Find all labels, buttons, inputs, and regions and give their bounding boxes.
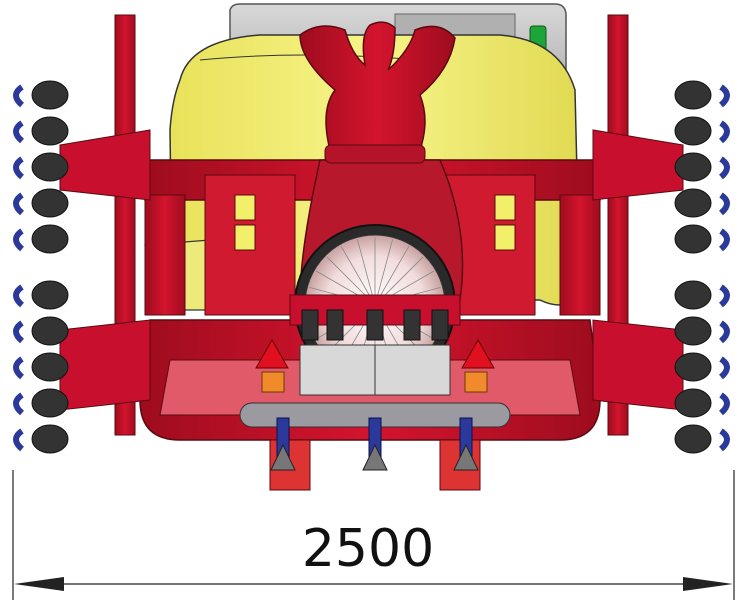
nozzle-holder-icon [453, 417, 479, 471]
dimension-arrow-right-icon [683, 577, 733, 591]
nozzle-holder-icon [270, 417, 296, 471]
warning-triangle-right [461, 338, 495, 369]
license-plate-panel [299, 344, 451, 396]
nozzle-holder-icon [362, 417, 388, 471]
hose-fittings [301, 309, 449, 341]
right-boom [592, 14, 730, 454]
left-boom [13, 14, 151, 454]
width-dimension: 2500 [12, 470, 735, 600]
dimension-label: 2500 [302, 519, 434, 579]
dimension-arrow-left-icon [14, 577, 64, 591]
tail-light-left [261, 371, 285, 393]
tail-light-right [464, 371, 488, 393]
air-outlet-manifold [299, 21, 456, 164]
warning-triangle-left [255, 338, 289, 369]
